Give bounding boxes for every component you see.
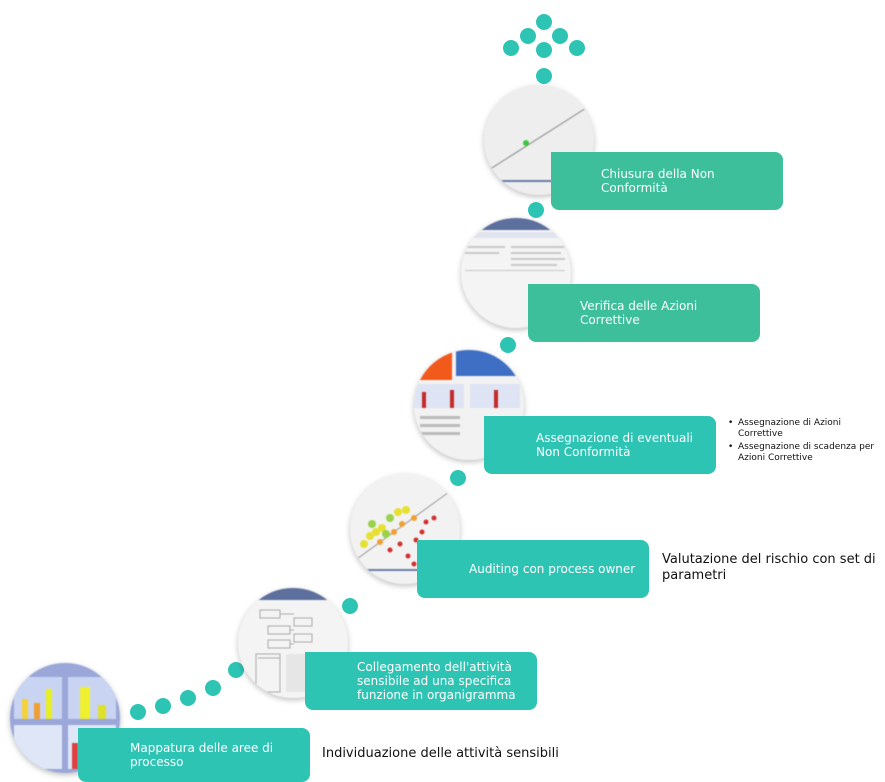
step1-note: Individuazione delle attività sensibili xyxy=(322,746,559,761)
step2-box: Collegamento dell'attività sensibile ad … xyxy=(305,652,537,710)
path-dot xyxy=(342,598,358,614)
path-dot xyxy=(569,40,585,56)
path-dot xyxy=(536,14,552,30)
path-dot xyxy=(500,337,516,353)
step1-box: Mappatura delle aree di processo xyxy=(78,728,310,782)
path-dot xyxy=(205,680,221,696)
step6-box: Chiusura della Non Conformità xyxy=(551,152,783,210)
step6-label: Chiusura della Non Conformità xyxy=(601,167,715,195)
path-dot xyxy=(528,202,544,218)
step4-box: Assegnazione di eventuali Non Conformità xyxy=(484,416,716,474)
step2-label: Collegamento dell'attività sensibile ad … xyxy=(357,660,516,702)
step1-label: Mappatura delle aree di processo xyxy=(130,741,274,769)
path-dot xyxy=(130,704,146,720)
step3-label: Auditing con process owner xyxy=(469,562,636,576)
step4-bullets: Assegnazione di Azioni Correttive Assegn… xyxy=(728,418,878,466)
step3-note: Valutazione del rischio con set di param… xyxy=(662,552,876,583)
path-dot xyxy=(536,42,552,58)
step3-box: Auditing con process owner xyxy=(417,540,649,598)
step2-thumbnail xyxy=(238,588,348,698)
step5-label: Verifica delle Azioni Correttive xyxy=(580,299,698,327)
path-dot xyxy=(552,28,568,44)
path-dot xyxy=(503,40,519,56)
path-dot xyxy=(450,470,466,486)
path-dot xyxy=(228,662,244,678)
path-dot xyxy=(520,28,536,44)
step5-box: Verifica delle Azioni Correttive xyxy=(528,284,760,342)
step4-bullet: Assegnazione di scadenza per Azioni Corr… xyxy=(728,442,878,464)
path-dot xyxy=(180,690,196,706)
step4-label: Assegnazione di eventuali Non Conformità xyxy=(536,431,694,459)
step4-bullet: Assegnazione di Azioni Correttive xyxy=(728,418,878,440)
path-dot xyxy=(155,698,171,714)
path-dot xyxy=(536,68,552,84)
